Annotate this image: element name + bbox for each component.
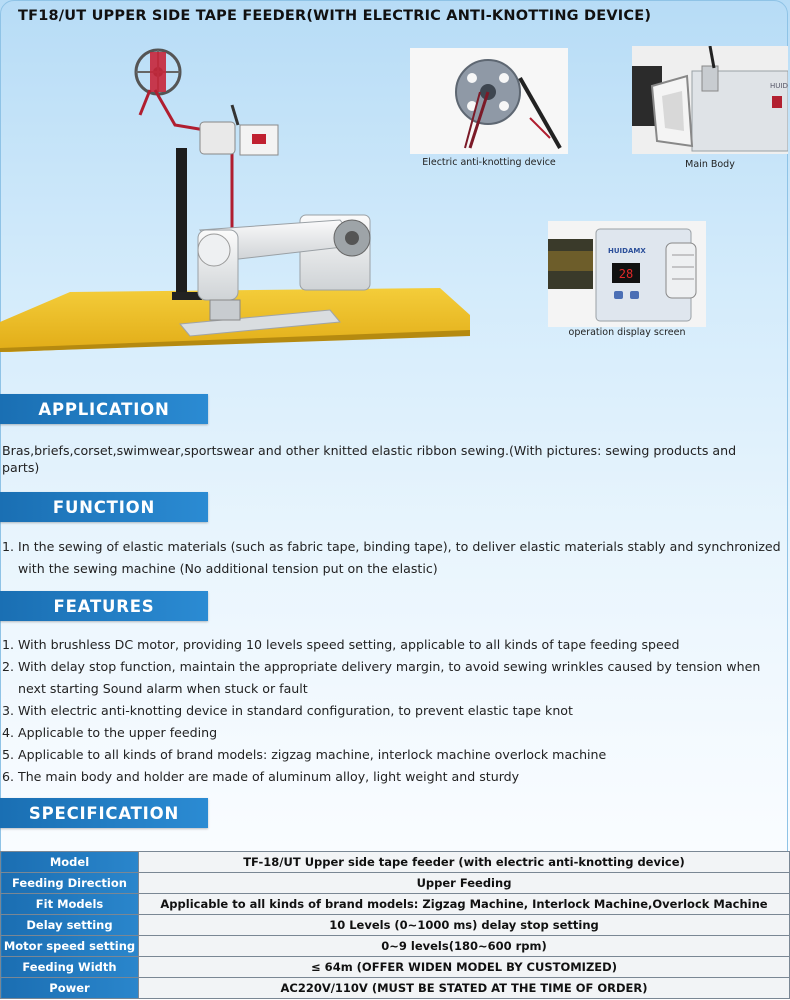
application-text: Bras,briefs,corset,swimwear,sportswear a… [2,443,737,475]
specification-heading: SPECIFICATION [0,798,208,828]
spec-key-delay-setting: Delay setting [0,914,139,936]
features-list: 1.With brushless DC motor, providing 10 … [2,634,782,788]
specification-table: Model TF-18/UT Upper side tape feeder (w… [0,851,790,999]
table-row: Model TF-18/UT Upper side tape feeder (w… [0,851,790,873]
anti-knotting-caption: Electric anti-knotting device [422,157,556,168]
list-item: 1.With brushless DC motor, providing 10 … [2,637,680,652]
tape-reel [134,48,182,96]
table-row: Delay setting 10 Levels (0~1000 ms) dela… [0,914,790,936]
sewing-machine [197,214,371,321]
spec-value-feeding-direction: Upper Feeding [138,872,790,894]
features-heading: FEATURES [0,591,208,621]
table-row: Power AC220V/110V (MUST BE STATED AT THE… [0,977,790,999]
operation-display-caption: operation display screen [568,327,686,338]
display-brand-text: HUIDAMX [608,247,646,255]
application-heading: APPLICATION [0,394,208,424]
main-body-photo: HUIDAMX [632,46,788,154]
spec-key-feeding-direction: Feeding Direction [0,872,139,894]
display-digits: 28 [619,267,633,281]
table-row: Feeding Width ≤ 64m (OFFER WIDEN MODEL B… [0,956,790,978]
feeder-unit [199,104,279,156]
spec-key-model: Model [0,851,139,873]
spec-value-motor-speed: 0~9 levels(180~600 rpm) [138,935,790,957]
table-row: Feeding Direction Upper Feeding [0,872,790,894]
function-list: 1. In the sewing of elastic materials (s… [2,536,782,580]
table-row: Motor speed setting 0~9 levels(180~600 r… [0,935,790,957]
spec-value-feeding-width: ≤ 64m (OFFER WIDEN MODEL BY CUSTOMIZED) [138,956,790,978]
main-body-caption: Main Body [685,159,735,170]
list-item: 6.The main body and holder are made of a… [2,769,520,784]
anti-knotting-device-photo [410,48,568,154]
table-row: Fit Models Applicable to all kinds of br… [0,893,790,915]
list-item: 2.With delay stop function, maintain the… [2,659,761,696]
spec-value-delay-setting: 10 Levels (0~1000 ms) delay stop setting [138,914,790,936]
spec-key-power: Power [0,977,139,999]
spec-key-feeding-width: Feeding Width [0,956,139,978]
spec-value-model: TF-18/UT Upper side tape feeder (with el… [138,851,790,873]
list-item: 3.With electric anti-knotting device in … [2,703,573,718]
main-product-photo [0,48,470,352]
main-body-brand-text: HUIDAMX [770,82,788,90]
spec-key-motor-speed: Motor speed setting [0,935,139,957]
operation-display-photo: 28 HUIDAMX [548,221,706,327]
spec-value-fit-models: Applicable to all kinds of brand models:… [138,893,790,915]
page-title: TF18/UT UPPER SIDE TAPE FEEDER(WITH ELEC… [18,8,652,24]
spec-value-power: AC220V/110V (MUST BE STATED AT THE TIME … [138,977,790,999]
function-heading: FUNCTION [0,492,208,522]
list-item: 1. In the sewing of elastic materials (s… [2,539,781,576]
spec-key-fit-models: Fit Models [0,893,139,915]
list-item: 5.Applicable to all kinds of brand model… [2,747,607,762]
list-item: 4.Applicable to the upper feeding [2,725,218,740]
